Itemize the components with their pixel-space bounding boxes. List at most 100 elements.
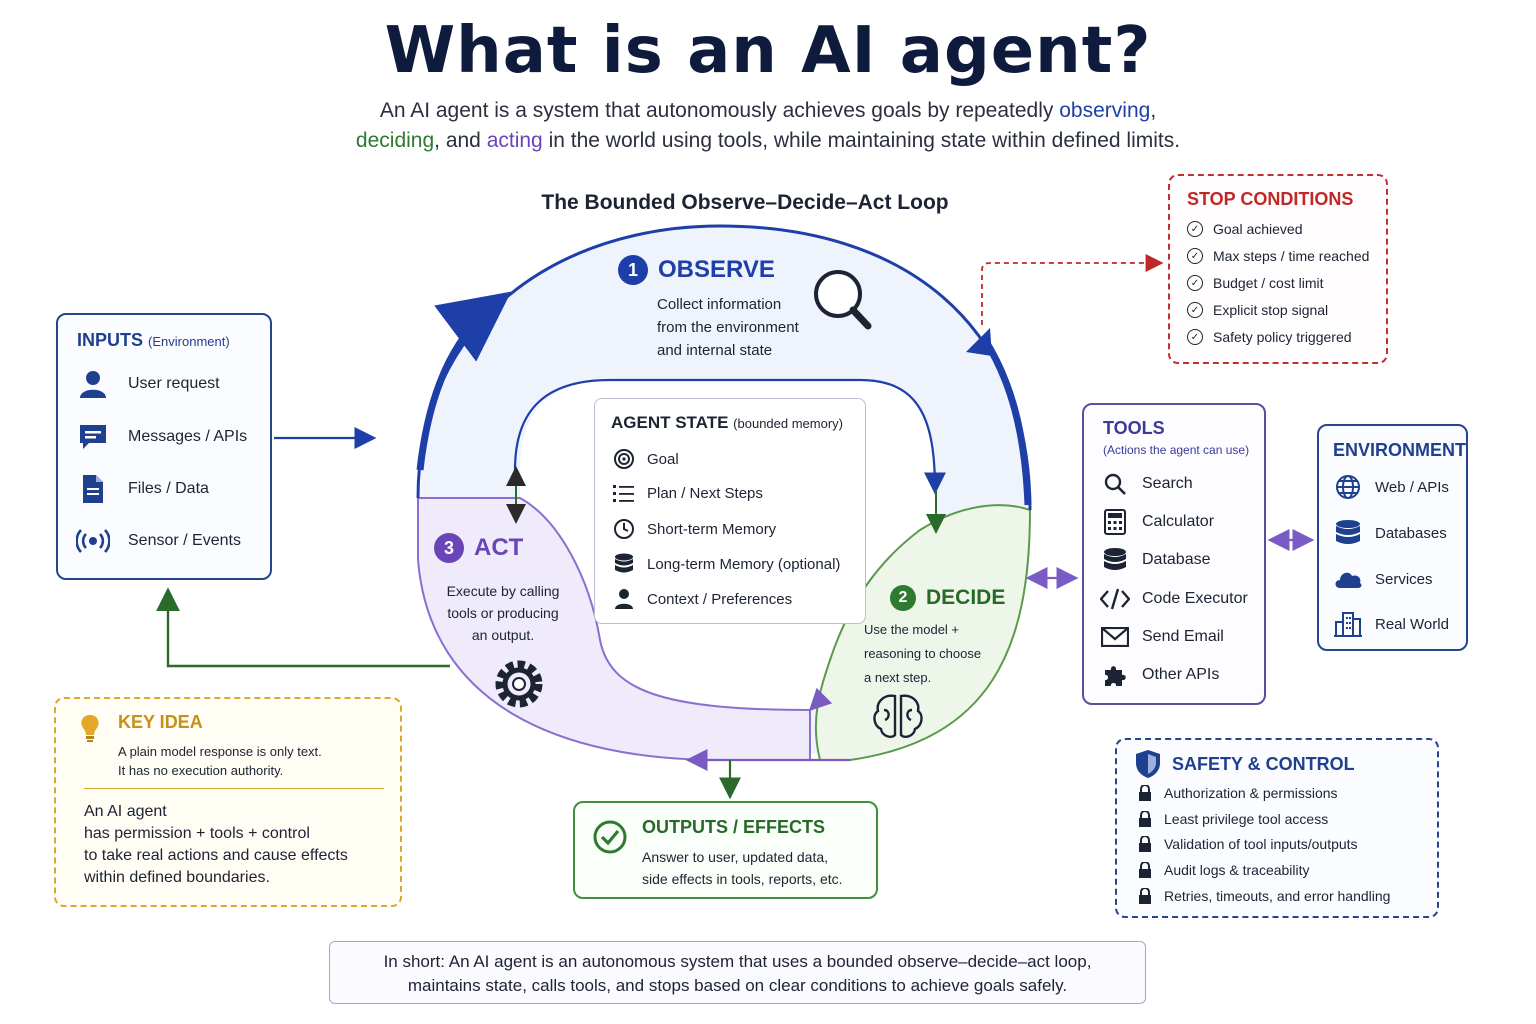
- state-item-plan: Plan / Next Steps: [611, 480, 763, 506]
- target-icon: [611, 448, 637, 470]
- state-item-long-term: Long-term Memory (optional): [611, 551, 840, 577]
- cloud-icon: [1333, 569, 1363, 589]
- keyword-observing: observing: [1059, 99, 1151, 122]
- code-icon: [1100, 588, 1130, 610]
- check-circle-icon: ✓: [1187, 275, 1203, 291]
- check-circle-icon: [593, 820, 627, 859]
- env-item-databases: Databases: [1333, 518, 1447, 548]
- shield-icon: [1135, 749, 1161, 784]
- user-icon: [611, 588, 637, 610]
- act-segment: [417, 497, 811, 761]
- puzzle-icon: [1100, 663, 1130, 687]
- check-circle-icon: ✓: [1187, 329, 1203, 345]
- act-label: 3 ACT: [434, 533, 523, 563]
- tools-subtitle: (Actions the agent can use): [1103, 443, 1250, 457]
- decide-label: 2 DECIDE: [890, 585, 1005, 611]
- calculator-icon: [1100, 509, 1130, 535]
- search-icon: [1100, 472, 1130, 496]
- stop-item: ✓Max steps / time reached: [1187, 246, 1369, 266]
- magnifier-icon: [814, 270, 872, 330]
- page-title: What is an AI agent?: [384, 14, 1152, 88]
- keyword-acting: acting: [486, 129, 543, 152]
- tool-item-other-apis: Other APIs: [1100, 660, 1219, 690]
- input-item-sensor: Sensor / Events: [76, 525, 241, 557]
- database-icon: [611, 553, 637, 575]
- lock-icon: [1137, 811, 1153, 827]
- lightbulb-icon: [78, 713, 102, 748]
- tool-item-email: Send Email: [1100, 622, 1224, 652]
- safety-panel: SAFETY & CONTROL Authorization & permiss…: [1115, 738, 1439, 918]
- chat-icon: [76, 421, 110, 453]
- page-subtitle: An AI agent is a system that autonomousl…: [355, 99, 1181, 152]
- globe-icon: [1333, 474, 1363, 500]
- tool-item-database: Database: [1100, 545, 1211, 575]
- user-icon: [76, 368, 110, 400]
- env-item-web: Web / APIs: [1333, 472, 1449, 502]
- input-item-messages: Messages / APIs: [76, 421, 247, 453]
- key-idea-title: KEY IDEA: [118, 712, 203, 732]
- input-item-user-request: User request: [76, 368, 220, 400]
- tools-panel: TOOLS (Actions the agent can use) Search…: [1082, 403, 1266, 705]
- inputs-panel: INPUTS (Environment) User request Messag…: [56, 313, 272, 580]
- tools-title: TOOLS: [1103, 418, 1165, 438]
- inner-arc: [513, 378, 946, 495]
- stop-conditions-panel: STOP CONDITIONS ✓Goal achieved ✓Max step…: [1168, 174, 1388, 364]
- lock-icon: [1137, 888, 1153, 904]
- check-circle-icon: ✓: [1187, 302, 1203, 318]
- safety-title: SAFETY & CONTROL: [1172, 754, 1355, 774]
- inputs-title: INPUTS (Environment): [77, 330, 230, 350]
- keyword-deciding: deciding: [355, 129, 435, 152]
- broadcast-icon: [76, 525, 110, 557]
- safety-item: Validation of tool inputs/outputs: [1137, 834, 1358, 854]
- file-icon: [76, 473, 110, 505]
- agent-state-title: AGENT STATE (bounded memory): [611, 413, 843, 432]
- environment-panel: ENVIRONMENT Web / APIs Databases Service…: [1317, 424, 1468, 651]
- safety-item: Least privilege tool access: [1137, 809, 1328, 829]
- state-item-context: Context / Preferences: [611, 586, 792, 612]
- gear-icon: [495, 660, 543, 708]
- tool-item-calculator: Calculator: [1100, 507, 1214, 537]
- input-item-files: Files / Data: [76, 473, 209, 505]
- clock-icon: [611, 518, 637, 540]
- stop-arrow: [981, 254, 1164, 325]
- summary-text: In short: An AI agent is an autonomous s…: [383, 952, 1092, 995]
- tool-item-search: Search: [1100, 469, 1193, 499]
- stop-item: ✓Goal achieved: [1187, 219, 1303, 239]
- safety-item: Audit logs & traceability: [1137, 860, 1310, 880]
- check-circle-icon: ✓: [1187, 248, 1203, 264]
- key-idea-note: A plain model response is only text.It h…: [118, 744, 322, 778]
- state-item-goal: Goal: [611, 446, 679, 472]
- lock-icon: [1137, 862, 1153, 878]
- state-item-short-term: Short-term Memory: [611, 516, 776, 542]
- safety-item: Retries, timeouts, and error handling: [1137, 886, 1390, 906]
- database-icon: [1333, 519, 1363, 547]
- mail-icon: [1100, 627, 1130, 647]
- env-item-real-world: Real World: [1333, 609, 1449, 639]
- building-icon: [1333, 611, 1363, 637]
- brain-icon: [873, 694, 923, 738]
- database-icon: [1100, 547, 1130, 573]
- lock-icon: [1137, 785, 1153, 801]
- env-item-services: Services: [1333, 564, 1433, 594]
- stop-item: ✓Safety policy triggered: [1187, 327, 1352, 347]
- summary-panel: In short: An AI agent is an autonomous s…: [329, 941, 1146, 1004]
- key-idea-divider: [84, 788, 384, 789]
- lock-icon: [1137, 836, 1153, 852]
- stop-item: ✓Explicit stop signal: [1187, 300, 1328, 320]
- check-circle-icon: ✓: [1187, 221, 1203, 237]
- agent-state-panel: AGENT STATE (bounded memory) Goal Plan /…: [594, 398, 866, 624]
- outputs-panel: OUTPUTS / EFFECTS Answer to user, update…: [573, 801, 878, 899]
- key-idea-panel: KEY IDEA A plain model response is only …: [54, 697, 402, 907]
- outputs-description: Answer to user, updated data,side effect…: [642, 849, 843, 887]
- list-icon: [611, 483, 637, 503]
- safety-item: Authorization & permissions: [1137, 783, 1338, 803]
- feedback-arrow: [156, 587, 450, 668]
- observe-label: 1 OBSERVE: [618, 255, 775, 285]
- tool-item-code: Code Executor: [1100, 584, 1248, 614]
- loop-title: The Bounded Observe–Decide–Act Loop: [541, 191, 949, 214]
- outputs-title: OUTPUTS / EFFECTS: [642, 817, 826, 837]
- environment-title: ENVIRONMENT: [1333, 440, 1467, 460]
